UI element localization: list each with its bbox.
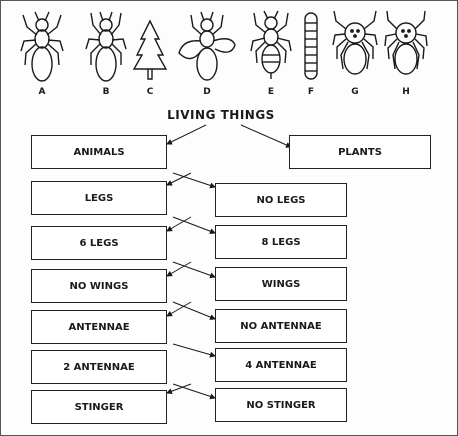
key-box-4-antennae: 4 ANTENNAE bbox=[215, 348, 347, 382]
key-box-no-stinger: NO STINGER bbox=[215, 388, 347, 422]
arrow-to-antennae bbox=[166, 301, 192, 317]
organism-a: A bbox=[19, 9, 65, 99]
key-title: LIVING THINGS bbox=[167, 108, 275, 122]
organism-e: E bbox=[248, 9, 294, 99]
organism-label: F bbox=[307, 87, 315, 97]
arrow-to-animals bbox=[166, 124, 207, 145]
arrow-to-wings bbox=[172, 261, 216, 279]
arrow-to-no-legs bbox=[172, 172, 216, 189]
key-box-stinger: STINGER bbox=[31, 390, 167, 424]
key-box-wings: WINGS bbox=[215, 267, 347, 301]
organism-h: H bbox=[383, 9, 429, 99]
organism-label: E bbox=[267, 87, 275, 97]
spotted-spider-icon bbox=[332, 10, 378, 75]
arrow-to-legs bbox=[166, 172, 192, 186]
organism-label: B bbox=[102, 87, 110, 97]
key-box-6-legs: 6 LEGS bbox=[31, 226, 167, 260]
key-box-no-antennae: NO ANTENNAE bbox=[215, 309, 347, 343]
key-box-antennae: ANTENNAE bbox=[31, 310, 167, 344]
organism-label: D bbox=[203, 87, 211, 97]
organism-label: G bbox=[351, 87, 359, 97]
organism-label: H bbox=[402, 87, 410, 97]
organism-b: B bbox=[83, 9, 129, 99]
key-box-no-legs: NO LEGS bbox=[215, 183, 347, 217]
arrow-to-4-antennae bbox=[172, 343, 216, 358]
organism-label: A bbox=[38, 87, 46, 97]
tree-icon bbox=[132, 19, 168, 80]
arrow-to-no-wings bbox=[166, 261, 192, 277]
organism-d: D bbox=[178, 9, 236, 99]
spider-icon bbox=[85, 11, 127, 82]
arrow-to-stinger bbox=[166, 383, 192, 395]
wasp-icon bbox=[250, 10, 292, 79]
fly-icon bbox=[178, 11, 236, 81]
key-box-plants: PLANTS bbox=[289, 135, 431, 169]
organism-g: G bbox=[332, 9, 378, 99]
spotted-spider-icon bbox=[384, 10, 428, 75]
spider-icon bbox=[20, 11, 64, 82]
arrow-to-6-legs bbox=[166, 216, 192, 232]
organism-c: C bbox=[127, 9, 173, 99]
organism-label: C bbox=[146, 87, 154, 97]
arrow-to-8-legs bbox=[172, 216, 216, 235]
organism-f: F bbox=[288, 9, 334, 99]
key-box-2-antennae: 2 ANTENNAE bbox=[31, 350, 167, 384]
arrow-to-no-antennae bbox=[172, 301, 216, 320]
key-box-animals: ANIMALS bbox=[31, 135, 167, 169]
key-box-legs: LEGS bbox=[31, 181, 167, 215]
arrow-to-no-stinger bbox=[172, 383, 216, 400]
key-box-no-wings: NO WINGS bbox=[31, 269, 167, 303]
arrow-to-plants bbox=[240, 124, 292, 148]
caterpillar-icon bbox=[304, 12, 318, 80]
key-box-8-legs: 8 LEGS bbox=[215, 225, 347, 259]
